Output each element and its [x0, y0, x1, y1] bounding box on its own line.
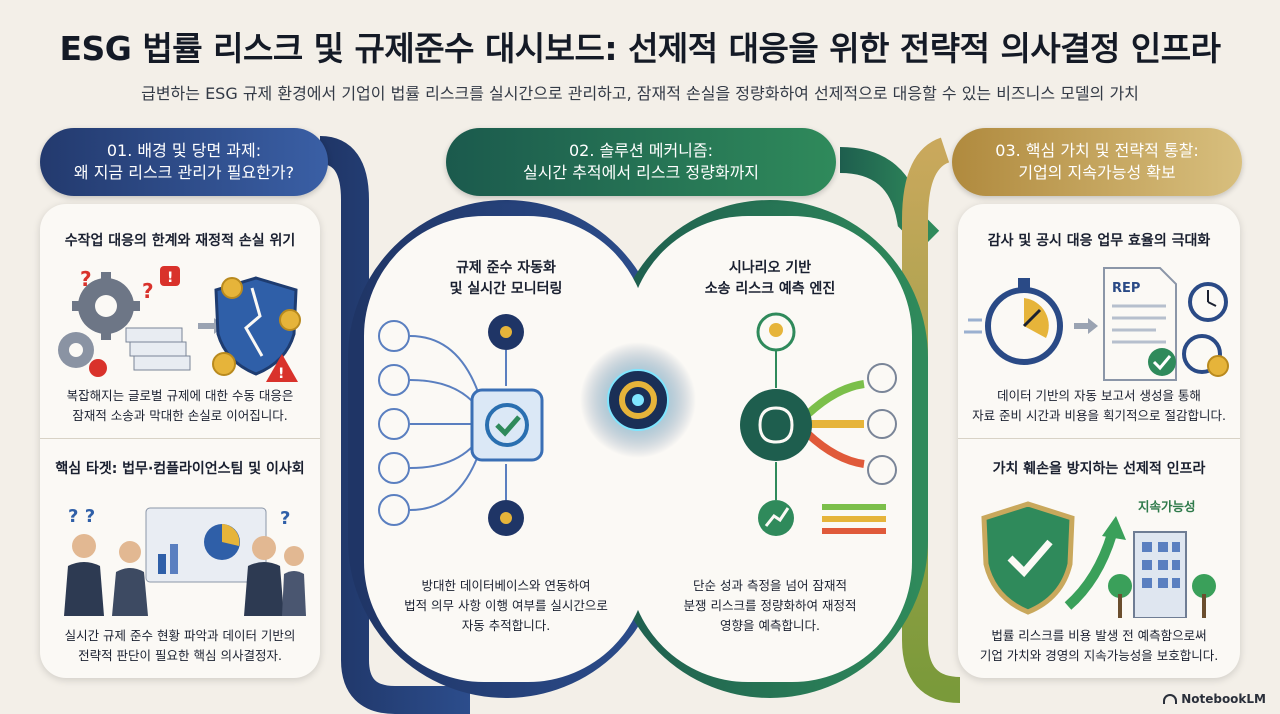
clock-icon — [1182, 282, 1229, 377]
section-pill-2-line1: 02. 솔루션 메커니즘: — [568, 141, 714, 160]
left-card-2-body-line2: 전략적 판단이 필요한 핵심 의사결정자. — [78, 648, 282, 663]
left-card-2-body: 실시간 규제 준수 현황 파악과 데이터 기반의 전략적 판단이 필요한 핵심 … — [40, 626, 320, 666]
svg-text:!: ! — [278, 366, 284, 382]
left-card-2-heading: 핵심 타겟: 법무·컴플라이언스팀 및 이사회 — [55, 461, 305, 477]
mid-oval-right-body-line3: 영향을 예측합니다. — [720, 618, 820, 633]
protection-illustration — [981, 501, 1216, 618]
manual-work-illustration: ? ? ! ! — [58, 266, 301, 382]
svg-text:? ?: ? ? — [68, 506, 95, 527]
mid-oval-right-body-line1: 단순 성과 측정을 넘어 잠재적 — [693, 578, 847, 593]
monitoring-illustration — [378, 314, 544, 536]
error-icon — [89, 359, 107, 377]
card-divider — [958, 438, 1240, 439]
section-pill-1-line1: 01. 배경 및 당면 과제: — [106, 141, 262, 160]
report-icon: REP — [1103, 267, 1177, 381]
bank-icon — [378, 364, 410, 396]
right-card-2-body: 법률 리스크를 비용 발생 전 예측함으로써 기업 가치와 경영의 지속가능성을… — [958, 626, 1240, 666]
gauge-icon — [867, 363, 897, 485]
mid-oval-left-body-line2: 법적 의무 사항 이행 여부를 실시간으로 — [404, 598, 608, 613]
section-pill-1: 01. 배경 및 당면 과제: 왜 지금 리스크 관리가 필요한가? — [40, 128, 328, 196]
mid-oval-left-body-line1: 방대한 데이터베이스와 연동하여 — [421, 578, 591, 593]
mid-oval-right: 시나리오 기반 소송 리스크 예측 엔진 단순 성과 측정을 넘어 잠재적 분쟁… — [628, 216, 912, 682]
check-screen-icon — [470, 388, 544, 462]
right-card-1-body-line1: 데이터 기반의 자동 보고서 생성을 통해 — [997, 388, 1201, 403]
mid-oval-right-body-line2: 분쟁 리스크를 정량화하여 재정적 — [683, 598, 857, 613]
section-pill-3-line2: 기업의 지속가능성 확보 — [1018, 163, 1176, 182]
mid-oval-left-body: 방대한 데이터베이스와 연동하여 법적 의무 사항 이행 여부를 실시간으로 자… — [364, 576, 648, 636]
stopwatch-icon — [985, 278, 1063, 365]
page-subtitle: 급변하는 ESG 규제 환경에서 기업이 법률 리스크를 실시간으로 관리하고,… — [141, 84, 1139, 103]
report-label: REP — [1112, 281, 1140, 296]
left-card-1-body: 복잡해지는 글로벌 규제에 대한 수동 대응은 잠재적 소송과 막대한 손실로 … — [40, 386, 320, 426]
database-icon — [378, 320, 410, 352]
sustainability-label: 지속가능성 — [1138, 499, 1196, 514]
right-card: 감사 및 공시 대응 업무 효율의 극대화 REP 데이터 기반의 자동 보고서… — [958, 204, 1240, 678]
mid-oval-left-heading-line2: 및 실시간 모니터링 — [449, 281, 563, 297]
shield-check-icon — [981, 501, 1075, 615]
section-pill-3-line1: 03. 핵심 가치 및 전략적 통찰: — [995, 141, 1199, 160]
tree-icon — [1108, 574, 1216, 618]
document-stack-icon — [125, 327, 191, 371]
document-icon — [378, 452, 410, 484]
shield-broken-icon — [214, 276, 298, 376]
left-card: 수작업 대응의 한계와 재정적 손실 위기 ? ? ! — [40, 204, 320, 678]
risk-bars — [822, 504, 886, 534]
brand-label: NotebookLM — [1181, 692, 1266, 706]
right-card-2-body-line2: 기업 가치와 경영의 지속가능성을 보호합니다. — [979, 648, 1219, 663]
audit-illustration: REP — [964, 267, 1229, 381]
right-card-2-body-line1: 법률 리스크를 비용 발생 전 예측함으로써 — [991, 628, 1207, 643]
mid-oval-left: 규제 준수 자동화 및 실시간 모니터링 방대한 데이 — [364, 216, 648, 682]
brand-watermark: NotebookLM — [1163, 692, 1266, 706]
gear-hub-icon — [580, 342, 696, 458]
section-pill-1-line2: 왜 지금 리스크 관리가 필요한가? — [73, 163, 295, 182]
gears-icon — [58, 272, 140, 368]
brain-icon — [740, 389, 812, 461]
mid-oval-right-heading-line1: 시나리오 기반 — [728, 260, 812, 276]
mid-oval-left-body-line3: 자동 추적합니다. — [461, 618, 551, 633]
right-card-1-body-line2: 자료 준비 시간과 비용을 획기적으로 절감합니다. — [972, 408, 1226, 423]
section-pill-2: 02. 솔루션 메커니즘: 실시간 추적에서 리스크 정량화까지 — [446, 128, 836, 196]
mid-oval-right-body: 단순 성과 측정을 넘어 잠재적 분쟁 리스크를 정량화하여 재정적 영향을 예… — [628, 576, 912, 636]
left-card-1-heading: 수작업 대응의 한계와 재정적 손실 위기 — [64, 233, 296, 249]
alert-icon — [160, 266, 180, 286]
scales-icon — [378, 494, 410, 526]
section-pill-2-line2: 실시간 추적에서 리스크 정량화까지 — [522, 163, 760, 182]
card-divider — [40, 438, 320, 439]
section-pill-3: 03. 핵심 가치 및 전략적 통찰: 기업의 지속가능성 확보 — [952, 128, 1242, 196]
right-card-1-body: 데이터 기반의 자동 보고서 생성을 통해 자료 준비 시간과 비용을 획기적으… — [958, 386, 1240, 426]
database-icon — [378, 408, 410, 440]
growth-arrow-icon — [1064, 532, 1117, 610]
mid-oval-left-heading: 규제 준수 자동화 및 실시간 모니터링 — [364, 258, 648, 300]
building-icon — [1133, 531, 1187, 618]
left-card-2-body-line1: 실시간 규제 준수 현황 파악과 데이터 기반의 — [64, 628, 296, 643]
svg-text:?: ? — [280, 508, 290, 529]
notebooklm-logo-icon — [1163, 694, 1178, 704]
people-icon — [64, 534, 306, 616]
svg-text:?: ? — [142, 279, 154, 303]
left-card-1-body-line1: 복잡해지는 글로벌 규제에 대한 수동 대응은 — [66, 388, 294, 403]
left-card-1-body-line2: 잠재적 소송과 막대한 손실로 이어집니다. — [72, 408, 288, 423]
right-card-1-heading: 감사 및 공시 대응 업무 효율의 극대화 — [987, 233, 1211, 249]
mid-oval-right-heading-line2: 소송 리스크 예측 엔진 — [704, 281, 836, 297]
prediction-illustration — [740, 312, 897, 536]
svg-text:!: ! — [167, 270, 173, 286]
coin-icon — [212, 277, 301, 376]
warning-icon — [266, 354, 298, 382]
connector-left — [318, 136, 470, 714]
team-illustration: ? ? ? — [64, 506, 306, 616]
page-title: ESG 법률 리스크 및 규제준수 대시보드: 선제적 대응을 위한 전략적 의… — [59, 29, 1222, 68]
svg-text:?: ? — [80, 267, 92, 291]
mid-oval-left-heading-line1: 규제 준수 자동화 — [456, 260, 556, 276]
right-card-2-heading: 가치 훼손을 방지하는 선제적 인프라 — [992, 461, 1206, 477]
mid-oval-right-heading: 시나리오 기반 소송 리스크 예측 엔진 — [628, 258, 912, 300]
